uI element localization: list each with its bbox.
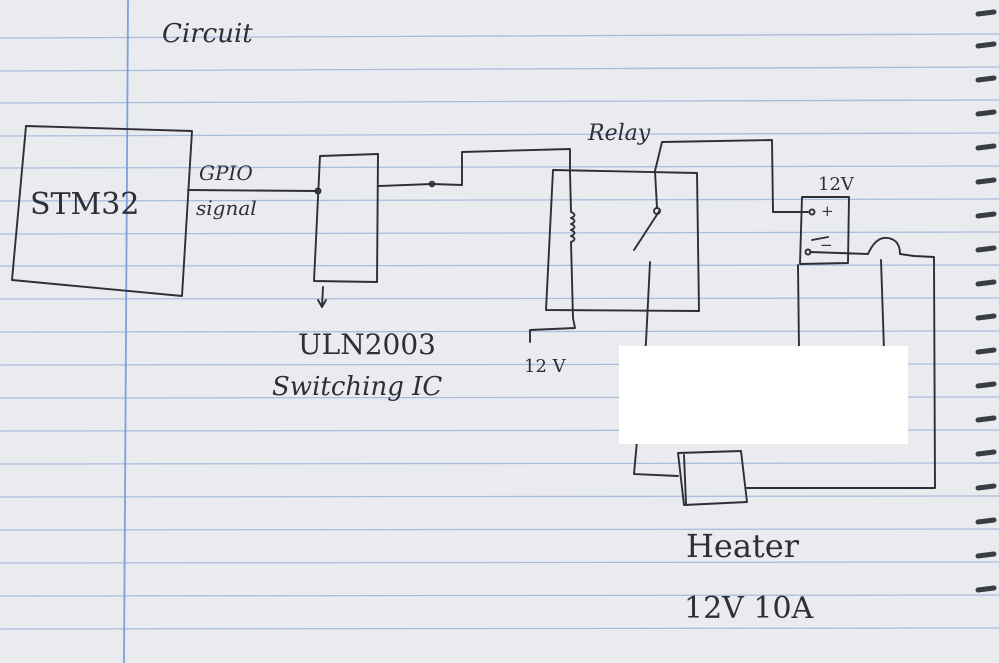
circuit-ink (11, 125, 936, 506)
binding-holes (975, 9, 997, 593)
ic-output-wire (377, 148, 571, 187)
stm32-label: STM32 (30, 187, 139, 222)
uln2003-label: ULN2003 (298, 328, 436, 361)
signal-label: signal (196, 196, 257, 220)
heater-block (677, 450, 748, 506)
gpio-wire (187, 189, 319, 192)
coil-supply-label: 12 V (524, 356, 567, 377)
heater-label: Heater (686, 527, 800, 565)
relay-coil-icon (529, 171, 576, 343)
battery-minus-label: − (820, 236, 833, 254)
battery-12v-block (799, 196, 850, 265)
battery-voltage-label: 12V (818, 174, 855, 195)
switch-to-battery-wire (654, 139, 809, 213)
battery-plus-label: + (821, 202, 834, 220)
uln2003-pointer (317, 286, 327, 308)
diagram-title: Circuit (162, 19, 253, 49)
heater-rating-label: 12V 10A (684, 591, 814, 626)
battery-return-wire (746, 236, 936, 489)
uln2003-block (313, 153, 379, 283)
gpio-label: GPIO (199, 161, 253, 185)
relay-switch-icon (633, 170, 661, 343)
ic-output-pin (428, 180, 436, 188)
margin-line (123, 0, 129, 663)
ruled-lines (0, 33, 999, 630)
switching-ic-label: Switching IC (272, 372, 442, 402)
stm32-block (11, 125, 193, 297)
relay-block (545, 169, 700, 312)
redacted-area (619, 346, 908, 444)
relay-label: Relay (587, 121, 651, 146)
